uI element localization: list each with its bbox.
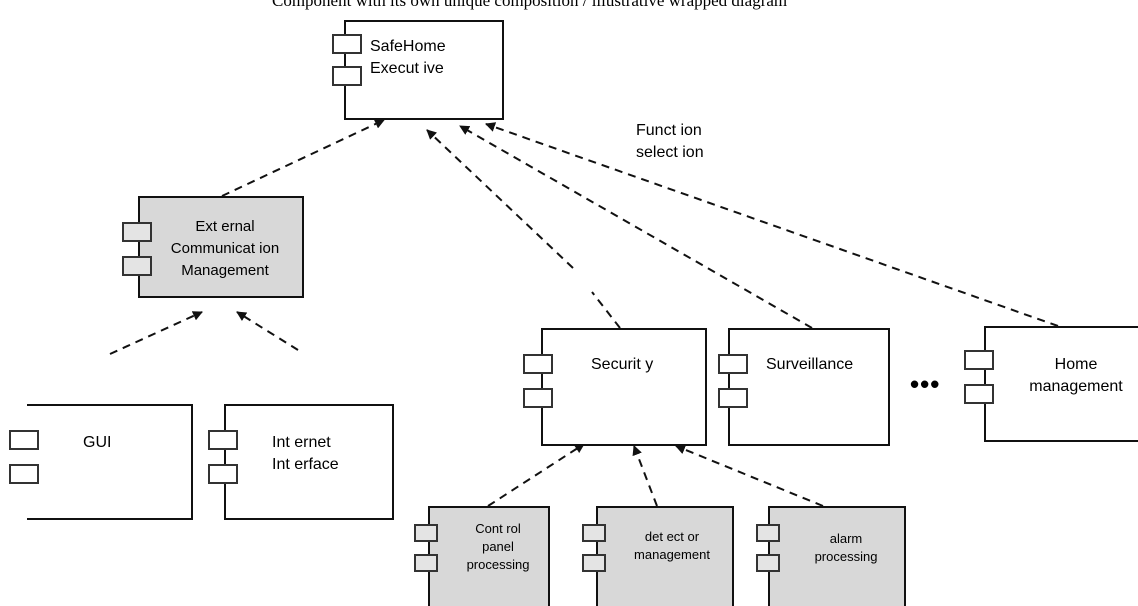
arrow-security-to-executive-b bbox=[591, 291, 621, 329]
component-port-icon bbox=[332, 66, 362, 86]
component-port-icon bbox=[718, 388, 748, 408]
arrow-alarm-to-security bbox=[675, 444, 824, 507]
label-security: Securit y bbox=[591, 356, 654, 373]
component-control-panel[interactable]: Cont rol panel processing bbox=[414, 506, 550, 606]
component-port-icon bbox=[332, 34, 362, 54]
arrow-extcomm-to-executive bbox=[221, 119, 385, 197]
label-alarm-processing: alarm processing bbox=[814, 531, 878, 564]
component-port-icon bbox=[122, 222, 152, 242]
arrow-control-to-security bbox=[487, 443, 585, 507]
component-port-icon bbox=[523, 354, 553, 374]
component-security[interactable]: Securit y bbox=[523, 328, 707, 446]
label-safehome-executive: SafeHome Execut ive bbox=[370, 38, 446, 77]
component-external-communication[interactable]: Ext ernal Communicat ion Management bbox=[122, 196, 304, 298]
component-port-icon bbox=[122, 256, 152, 276]
component-port-icon bbox=[208, 464, 238, 484]
more-components-ellipsis: ••• bbox=[910, 369, 941, 399]
component-internet-interface[interactable]: Int ernet Int erface bbox=[208, 404, 394, 520]
label-external-communication: Ext ernal Communicat ion Management bbox=[170, 218, 280, 279]
component-port-icon bbox=[718, 354, 748, 374]
component-detector-management[interactable]: det ect or management bbox=[582, 506, 734, 606]
component-port-icon bbox=[964, 384, 994, 404]
component-port-icon bbox=[582, 524, 606, 542]
component-port-icon bbox=[756, 524, 780, 542]
component-alarm-processing[interactable]: alarm processing bbox=[756, 506, 906, 606]
label-surveillance: Surveillance bbox=[766, 356, 854, 373]
label-home-management: Home management bbox=[1029, 356, 1123, 395]
component-port-icon bbox=[756, 554, 780, 572]
label-detector-management: det ect or management bbox=[634, 529, 710, 562]
component-port-icon bbox=[208, 430, 238, 450]
top-caption-text: Component with its own unique compositio… bbox=[272, 0, 788, 10]
component-home-management[interactable]: Home management bbox=[964, 326, 1138, 442]
annotation-function-selection: Funct ion select ion bbox=[636, 122, 704, 161]
component-gui[interactable]: GUI bbox=[9, 404, 193, 520]
component-port-icon bbox=[414, 554, 438, 572]
component-port-icon bbox=[9, 464, 39, 484]
arrow-gui-to-extcomm bbox=[109, 311, 203, 355]
label-internet-interface: Int ernet Int erface bbox=[272, 434, 339, 473]
component-surveillance[interactable]: Surveillance bbox=[718, 328, 890, 446]
component-port-icon bbox=[582, 554, 606, 572]
arrow-homemgmt-to-executive bbox=[485, 122, 1059, 327]
component-safehome-executive[interactable]: SafeHome Execut ive bbox=[332, 20, 504, 120]
top-cut-caption: Component with its own unique compositio… bbox=[0, 0, 1138, 22]
component-port-icon bbox=[414, 524, 438, 542]
arrow-surveillance-to-executive bbox=[459, 125, 813, 329]
component-port-icon bbox=[523, 388, 553, 408]
arrow-security-to-executive-a bbox=[426, 129, 574, 269]
component-port-icon bbox=[9, 430, 39, 450]
arrow-detector-to-security bbox=[632, 445, 658, 507]
component-port-icon bbox=[964, 350, 994, 370]
label-gui: GUI bbox=[83, 434, 112, 451]
label-control-panel: Cont rol panel processing bbox=[466, 521, 530, 572]
arrow-internet-to-extcomm bbox=[236, 311, 299, 351]
